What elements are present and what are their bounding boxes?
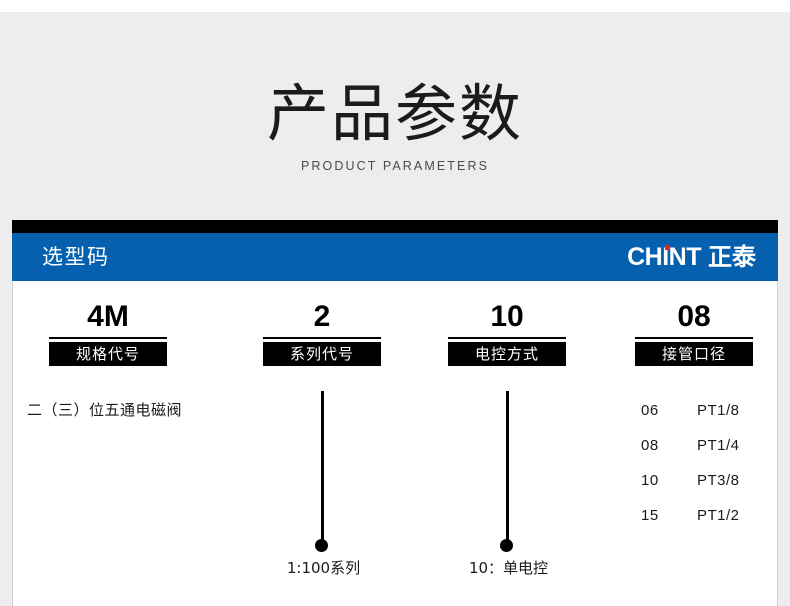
series-description: 1:100系列 bbox=[286, 559, 361, 577]
code-column-series: 2 系列代号 1:100系列 bbox=[241, 281, 406, 606]
port-code: 15 bbox=[641, 506, 659, 524]
port-size-list: 06 PT1/8 08 PT1/4 10 PT3/8 15 PT1/2 bbox=[641, 393, 740, 533]
code-value: 08 bbox=[677, 300, 711, 333]
spec-description: 二（三）位五通电磁阀 bbox=[27, 401, 183, 419]
brand-chinese-text: 正泰 bbox=[708, 243, 756, 271]
port-size: PT1/2 bbox=[697, 506, 740, 524]
code-value: 10 bbox=[490, 300, 524, 333]
control-mode-description: 10：单电控 bbox=[468, 559, 549, 577]
port-code: 08 bbox=[641, 436, 659, 454]
code-value: 4M bbox=[87, 300, 129, 333]
code-underline bbox=[635, 337, 753, 339]
connector-line bbox=[321, 391, 324, 544]
connector-line bbox=[506, 391, 509, 544]
card-body: 4M 规格代号 二（三）位五通电磁阀 2 系列代号 1:100系列 bbox=[12, 281, 778, 606]
code-column-port-size: 08 接管口径 06 PT1/8 08 PT1/4 10 PT3/8 bbox=[613, 281, 773, 606]
code-block: 4M 规格代号 bbox=[49, 299, 167, 366]
page-title: 产品参数 bbox=[266, 77, 523, 150]
list-item: 10 PT3/8 bbox=[641, 463, 740, 498]
list-item: 08 PT1/4 bbox=[641, 428, 740, 463]
page-subtitle: PRODUCT PARAMETERS bbox=[300, 159, 490, 173]
port-code: 06 bbox=[641, 401, 659, 419]
chint-logo: CHINT 正泰 bbox=[627, 243, 756, 271]
connector-dot-icon bbox=[500, 539, 513, 552]
code-label: 规格代号 bbox=[49, 342, 167, 366]
code-block: 10 电控方式 bbox=[448, 299, 566, 366]
code-label: 系列代号 bbox=[263, 342, 381, 366]
card-top-strip bbox=[12, 220, 778, 233]
brand-latin-text: CHINT bbox=[627, 243, 701, 271]
code-underline bbox=[263, 337, 381, 339]
code-column-spec: 4M 规格代号 二（三）位五通电磁阀 bbox=[21, 281, 221, 606]
code-value: 2 bbox=[313, 300, 331, 333]
selection-code-card: 选型码 CHINT 正泰 4M 规格代号 二（三）位五通电磁阀 2 bbox=[12, 220, 778, 606]
code-block: 08 接管口径 bbox=[635, 299, 753, 366]
code-label: 接管口径 bbox=[635, 342, 753, 366]
code-block: 2 系列代号 bbox=[263, 299, 381, 366]
port-size: PT1/8 bbox=[697, 401, 740, 419]
code-label: 电控方式 bbox=[448, 342, 566, 366]
brand-accent-dot-icon bbox=[665, 245, 671, 250]
code-underline bbox=[448, 337, 566, 339]
connector-dot-icon bbox=[315, 539, 328, 552]
code-column-control-mode: 10 电控方式 10：单电控 bbox=[426, 281, 591, 606]
section-title: 选型码 bbox=[42, 245, 110, 269]
port-size: PT3/8 bbox=[697, 471, 740, 489]
code-underline bbox=[49, 337, 167, 339]
card-header: 选型码 CHINT 正泰 bbox=[12, 233, 778, 281]
list-item: 15 PT1/2 bbox=[641, 498, 740, 533]
page-title-block: 产品参数 PRODUCT PARAMETERS bbox=[0, 78, 790, 174]
list-item: 06 PT1/8 bbox=[641, 393, 740, 428]
port-size: PT1/4 bbox=[697, 436, 740, 454]
port-code: 10 bbox=[641, 471, 659, 489]
